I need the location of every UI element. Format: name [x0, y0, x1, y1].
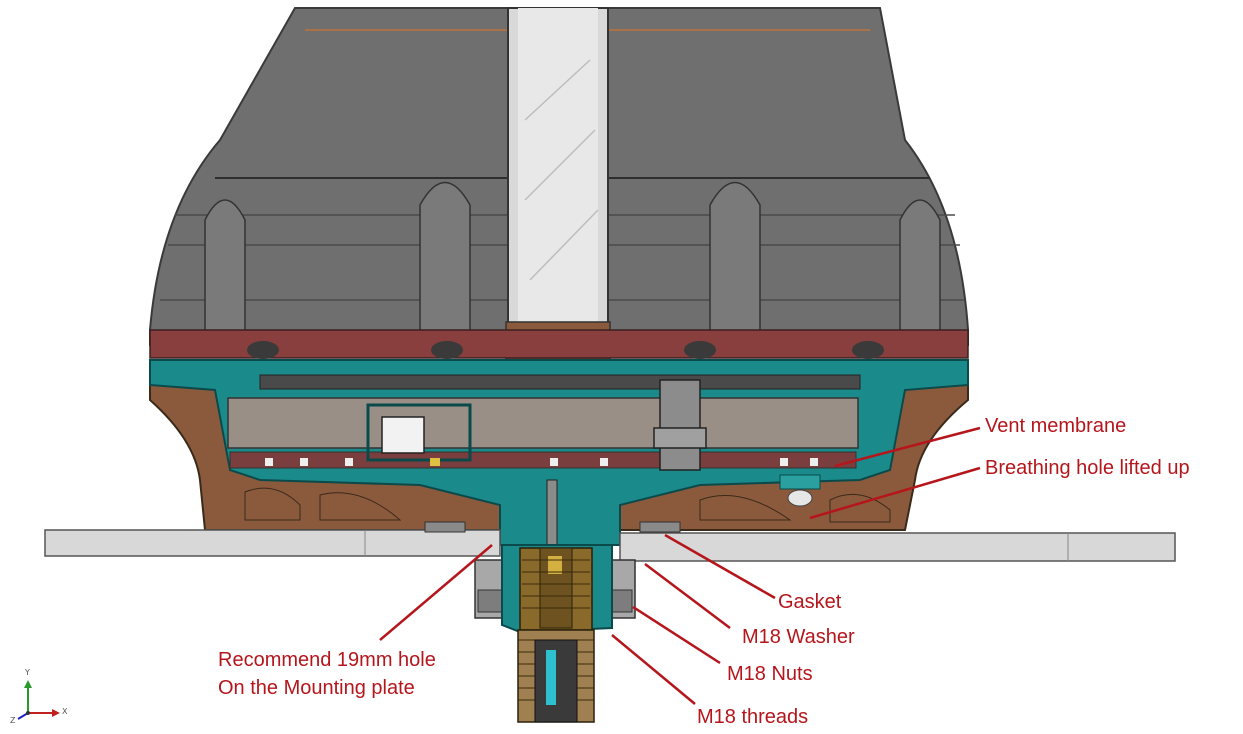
leader-m18-threads — [611, 634, 696, 705]
callout-m18-threads: M18 threads — [697, 706, 809, 728]
leader-m18-washer — [644, 563, 731, 629]
callout-mounting-hole-line2: On the Mounting plate — [218, 677, 415, 699]
gasket-left — [424, 521, 466, 533]
leader-breathing-hole — [809, 466, 981, 520]
mounting-plate — [44, 529, 1176, 562]
callout-m18-nuts: M18 Nuts — [727, 663, 813, 685]
leader-mounting-hole — [379, 544, 493, 641]
callout-mounting-hole-line1: Recommend 19mm hole — [218, 649, 436, 671]
threaded-stem-assembly — [474, 544, 636, 723]
teal-inner-housing — [149, 341, 969, 551]
leader-vent-membrane — [834, 426, 981, 468]
leader-gasket — [664, 533, 776, 600]
radome-seal-band — [149, 329, 969, 359]
axis-label-y: Y — [25, 668, 30, 677]
callout-gasket: Gasket — [778, 591, 842, 613]
center-mast — [505, 7, 611, 363]
axis-label-x: X — [62, 707, 68, 716]
callout-breathing-hole: Breathing hole lifted up — [985, 457, 1190, 479]
gasket-right — [639, 521, 681, 533]
callout-m18-washer: M18 Washer — [742, 626, 855, 648]
callout-vent-membrane: Vent membrane — [985, 415, 1127, 437]
axis-triad — [17, 680, 60, 720]
callout-leaders — [379, 426, 981, 705]
axis-label-z: Z — [10, 716, 16, 725]
leader-m18-nuts — [632, 605, 721, 665]
